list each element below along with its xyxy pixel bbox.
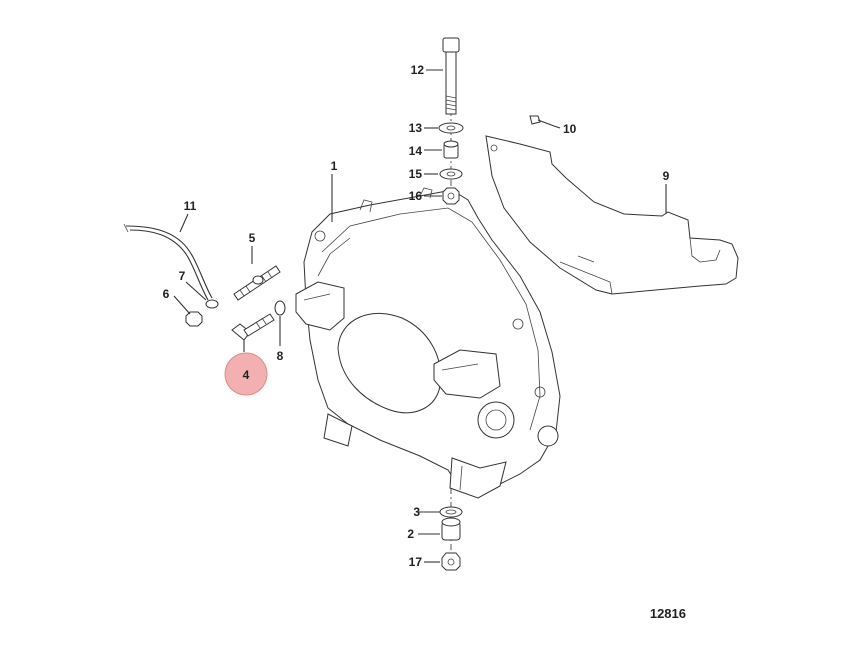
callout-10[interactable]: 10 [563, 122, 577, 136]
callout-7[interactable]: 7 [179, 269, 186, 283]
washer-8[interactable] [274, 300, 286, 316]
leader-lines [173, 69, 667, 563]
nut-17[interactable] [441, 552, 461, 571]
callout-9[interactable]: 9 [663, 169, 670, 183]
callout-17[interactable]: 17 [409, 555, 423, 569]
flywheel-housing[interactable] [295, 187, 561, 499]
washer-3[interactable] [439, 506, 463, 518]
callout-8[interactable]: 8 [277, 349, 284, 363]
callout-6[interactable]: 6 [163, 287, 170, 301]
nut-6[interactable] [185, 311, 203, 327]
callout-16[interactable]: 16 [409, 189, 423, 203]
stud-bolt-12[interactable] [442, 37, 460, 115]
nut-16[interactable] [442, 187, 460, 205]
callout-2[interactable]: 2 [407, 527, 414, 541]
callout-14[interactable]: 14 [409, 144, 423, 158]
callout-3[interactable]: 3 [413, 505, 420, 519]
figure-number: 12816 [650, 606, 686, 621]
spacer-14[interactable] [443, 140, 459, 159]
callout-4[interactable]: 4 [243, 368, 250, 382]
callout-11[interactable]: 11 [184, 199, 197, 213]
mount-2[interactable] [441, 517, 461, 541]
callout-15[interactable]: 15 [409, 167, 423, 181]
cover-plate-9[interactable] [485, 135, 739, 295]
callout-4-highlight [224, 352, 268, 396]
callout-12[interactable]: 12 [411, 63, 425, 77]
stud-5[interactable] [233, 265, 281, 301]
callout-1[interactable]: 1 [331, 159, 338, 173]
callout-5[interactable]: 5 [249, 231, 256, 245]
washer-15[interactable] [439, 168, 463, 180]
callout-13[interactable]: 13 [409, 121, 423, 135]
screw-10[interactable] [529, 115, 555, 127]
strap-11[interactable] [123, 223, 213, 301]
washer-13[interactable] [438, 122, 464, 134]
bolt-4[interactable] [231, 313, 275, 341]
washer-7[interactable] [205, 299, 219, 309]
